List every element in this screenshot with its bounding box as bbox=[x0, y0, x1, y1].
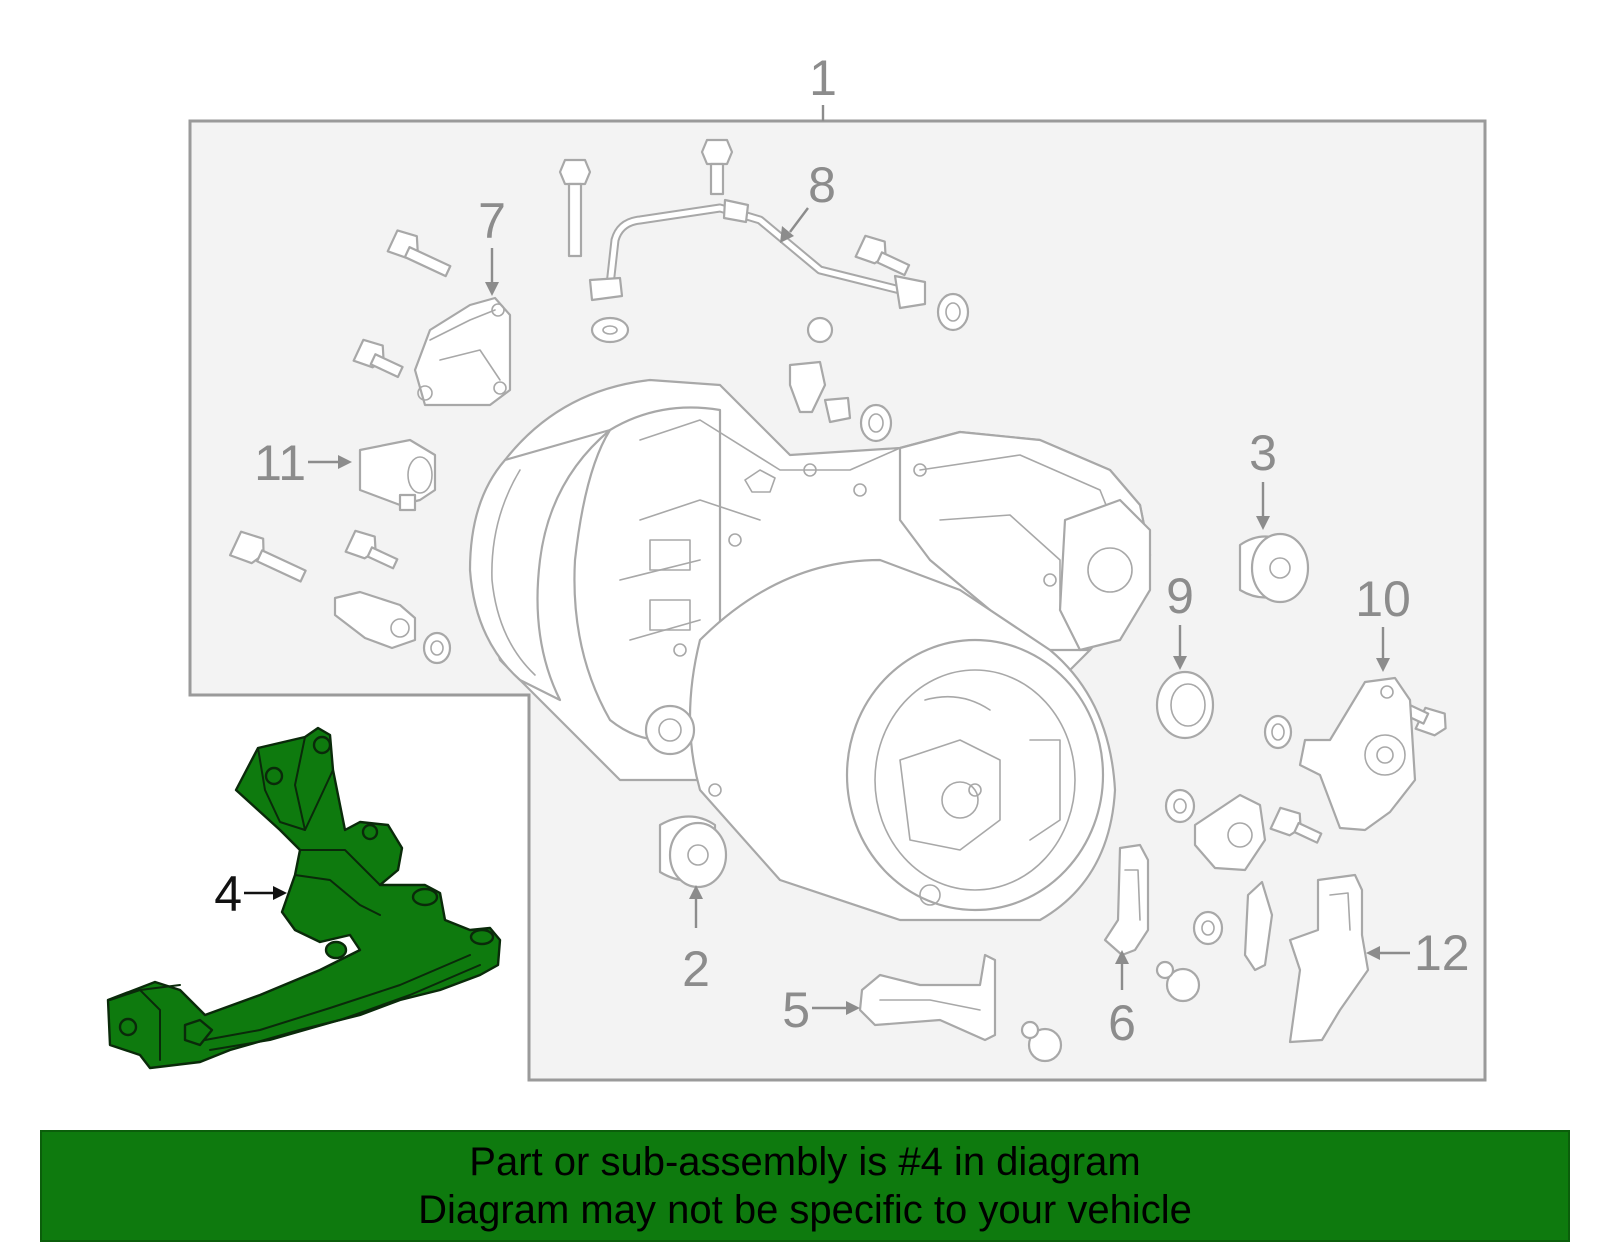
callout-10: 10 bbox=[1355, 571, 1411, 627]
drive-unit bbox=[468, 378, 1152, 922]
callout-11: 11 bbox=[254, 435, 306, 491]
part-6-bracket bbox=[1103, 843, 1150, 957]
part-11-sensor bbox=[358, 438, 437, 512]
part-12-shield bbox=[1288, 873, 1370, 1044]
leader-lines bbox=[244, 105, 1410, 1015]
part-10-bracket bbox=[1298, 676, 1417, 832]
part-5-bracket bbox=[858, 953, 997, 1042]
callout-7: 7 bbox=[478, 193, 506, 249]
callout-6: 6 bbox=[1108, 995, 1136, 1051]
callout-5: 5 bbox=[782, 982, 810, 1038]
small-bracket-set bbox=[1193, 793, 1274, 972]
washer-set bbox=[422, 292, 1293, 1063]
part-7-bracket bbox=[413, 296, 512, 407]
callout-1: 1 bbox=[809, 50, 837, 106]
part-4-highlighted bbox=[106, 726, 502, 1070]
lower-left-bracket bbox=[333, 590, 417, 650]
bolt-set bbox=[228, 138, 1447, 844]
callout-8: 8 bbox=[808, 157, 836, 213]
info-banner: Part or sub-assembly is #4 in diagram Di… bbox=[40, 1130, 1570, 1242]
part-8-pipe bbox=[588, 198, 927, 310]
part-3-bushing bbox=[1238, 532, 1310, 604]
part-2-bushing bbox=[658, 815, 728, 889]
callout-9: 9 bbox=[1166, 568, 1194, 624]
callout-4: 4 bbox=[214, 866, 242, 922]
banner-line-1: Part or sub-assembly is #4 in diagram bbox=[469, 1140, 1141, 1184]
banner-line-2: Diagram may not be specific to your vehi… bbox=[418, 1188, 1192, 1232]
part-9-seal bbox=[1155, 670, 1215, 740]
parts-diagram: 1 7 8 11 3 9 10 2 5 6 12 4 bbox=[106, 50, 1487, 1082]
callout-3: 3 bbox=[1249, 425, 1277, 481]
callout-2: 2 bbox=[682, 941, 710, 997]
callout-12: 12 bbox=[1414, 925, 1470, 981]
